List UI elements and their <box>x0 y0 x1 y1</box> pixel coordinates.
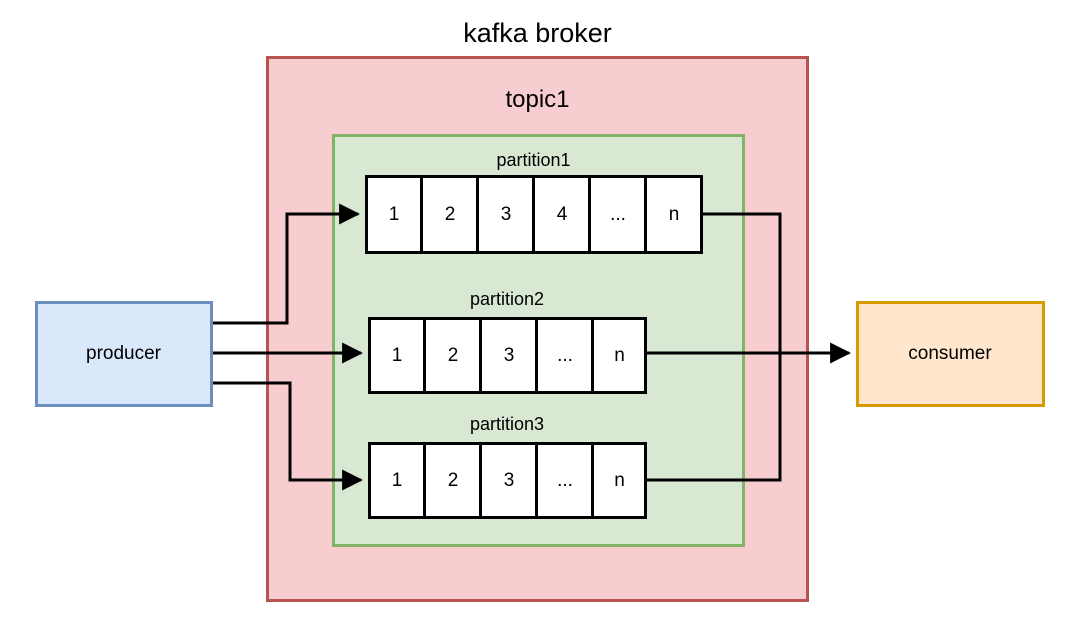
edge-producer-to-partition3 <box>212 381 364 491</box>
partition2-cell <box>423 317 482 394</box>
partition3-cell <box>368 442 426 519</box>
partition2-cell <box>535 317 594 394</box>
partition1-cell <box>420 175 479 254</box>
partition1-cell <box>644 175 703 254</box>
partition1-cell <box>588 175 647 254</box>
partition1-cell <box>476 175 535 254</box>
partition3-cells <box>368 442 647 519</box>
partition3-cell <box>535 442 594 519</box>
partition1-cells <box>365 175 703 254</box>
partition2-cells <box>368 317 647 394</box>
partition1-cell <box>532 175 591 254</box>
producer-box[interactable] <box>35 301 213 407</box>
partition2-cell <box>591 317 647 394</box>
partition3-cell <box>591 442 647 519</box>
edge-partition3-to-consumer <box>646 353 782 482</box>
partition2-cell <box>368 317 426 394</box>
edge-partition1-to-consumer <box>702 212 782 353</box>
partition3-cell <box>479 442 538 519</box>
edge-producer-to-partition1 <box>212 203 361 325</box>
partition2-cell <box>479 317 538 394</box>
consumer-box[interactable] <box>856 301 1045 407</box>
partition1-cell <box>365 175 423 254</box>
partition3-cell <box>423 442 482 519</box>
